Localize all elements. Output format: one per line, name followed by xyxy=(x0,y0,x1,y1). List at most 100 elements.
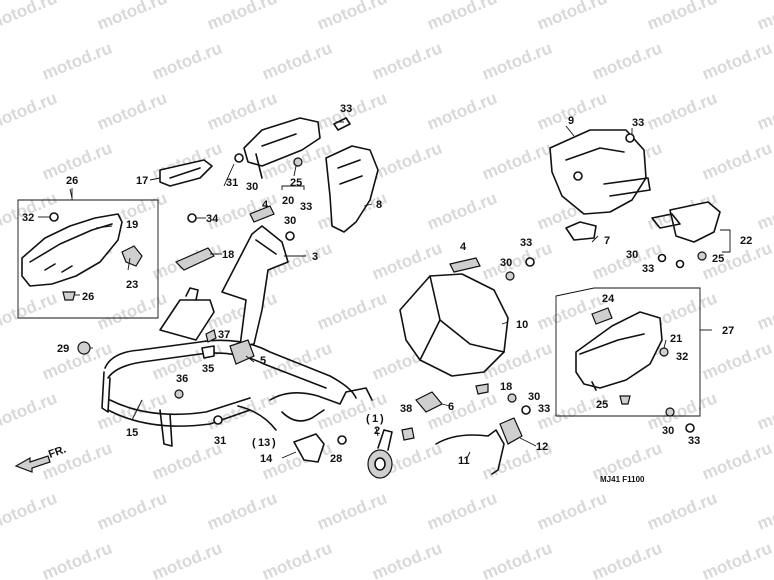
watermark-text: motod.ru xyxy=(204,489,279,534)
watermark-text: motod.ru xyxy=(369,139,444,184)
watermark-text: motod.ru xyxy=(204,0,279,34)
label-30-lower: 30 xyxy=(528,391,540,403)
label-4-lower: 4 xyxy=(460,241,467,253)
paren-1-left: ( xyxy=(366,413,370,425)
watermark-text: motod.ru xyxy=(94,0,169,34)
watermark-text: motod.ru xyxy=(424,189,499,234)
label-32-left: 32 xyxy=(22,212,34,224)
label-26: 26 xyxy=(82,291,94,303)
watermark-text: motod.ru xyxy=(94,89,169,134)
bolt-30-lower xyxy=(507,393,517,403)
watermark-text: motod.ru xyxy=(589,39,664,84)
watermark-text: motod.ru xyxy=(754,0,774,34)
label-29: 29 xyxy=(57,343,69,355)
label-15: 15 xyxy=(126,427,138,439)
watermark-text: motod.ru xyxy=(0,289,60,334)
watermark-text: motod.ru xyxy=(699,539,774,580)
cover-9 xyxy=(549,129,651,215)
label-9: 9 xyxy=(568,115,574,127)
front-marker-label: FR. xyxy=(47,443,68,460)
label-25-right-box: 25 xyxy=(596,399,608,411)
watermark-text: motod.ru xyxy=(699,39,774,84)
watermark-text: motod.ru xyxy=(314,0,389,34)
watermark-text: motod.ru xyxy=(534,0,609,34)
watermark-text: motod.ru xyxy=(424,489,499,534)
label-27: 27 xyxy=(722,325,734,337)
watermark-text: motod.ru xyxy=(369,539,444,580)
watermark-text: motod.ru xyxy=(754,89,774,134)
stay-11 xyxy=(435,429,505,475)
label-18-lower: 18 xyxy=(500,381,512,393)
watermark-text: motod.ru xyxy=(0,389,60,434)
front-arrow xyxy=(14,455,51,473)
label-33-lower: 33 xyxy=(538,403,550,415)
bracket-17 xyxy=(159,159,213,187)
drawing-code: MJ41 F1100 xyxy=(600,475,645,484)
label-30-center: 30 xyxy=(284,215,296,227)
bolt-36 xyxy=(174,389,184,399)
watermark-text: motod.ru xyxy=(479,539,554,580)
label-12: 12 xyxy=(536,441,548,453)
label-28: 28 xyxy=(330,453,342,465)
bolt-33-right-bottom xyxy=(685,423,695,433)
label-4-top: 4 xyxy=(262,199,269,211)
bracket-box-27 xyxy=(555,287,701,417)
bolt-33-lower xyxy=(521,405,531,415)
label-33-top: 33 xyxy=(340,103,352,115)
watermark-text: motod.ru xyxy=(699,139,774,184)
watermark-text: motod.ru xyxy=(644,0,719,34)
label-32-right: 32 xyxy=(676,351,688,363)
watermark-text: motod.ru xyxy=(589,539,664,580)
label-37: 37 xyxy=(218,329,230,341)
label-30-right-bottom: 30 xyxy=(662,425,674,437)
bolt-31-lower xyxy=(213,415,223,425)
bolt-30-mid xyxy=(505,271,515,281)
label-31-lower: 31 xyxy=(214,435,226,447)
watermark-text: motod.ru xyxy=(149,39,224,84)
watermark-text: motod.ru xyxy=(479,239,554,284)
label-30-top: 30 xyxy=(246,181,258,193)
watermark-text: motod.ru xyxy=(0,0,60,34)
label-23: 23 xyxy=(126,279,138,291)
paren-13-right: ) xyxy=(272,437,276,449)
watermark-text: motod.ru xyxy=(754,189,774,234)
label-19: 19 xyxy=(126,219,138,231)
label-33-center: 33 xyxy=(300,201,312,213)
label-36: 36 xyxy=(176,373,188,385)
paren-13-left: ( xyxy=(252,437,256,449)
watermark-text: motod.ru xyxy=(204,89,279,134)
label-11: 11 xyxy=(458,455,470,467)
label-33-right-top: 33 xyxy=(632,117,644,129)
watermark-text: motod.ru xyxy=(479,39,554,84)
watermark-text: motod.ru xyxy=(534,489,609,534)
cover-10 xyxy=(399,273,509,377)
label-24: 24 xyxy=(602,293,615,305)
label-2: 2 xyxy=(374,425,380,437)
watermark-text: motod.ru xyxy=(314,489,389,534)
watermark-text: motod.ru xyxy=(39,539,114,580)
watermark-text: motod.ru xyxy=(479,139,554,184)
label-25-top: 25 xyxy=(290,177,302,189)
watermark-text: motod.ru xyxy=(94,289,169,334)
label-13: 13 xyxy=(258,437,270,449)
rubber-4-lower xyxy=(449,257,481,273)
label-7: 7 xyxy=(604,235,610,247)
top-center-parts xyxy=(234,117,351,179)
bracket-12 xyxy=(499,417,523,445)
label-5: 5 xyxy=(260,355,266,367)
watermark-text: motod.ru xyxy=(0,489,60,534)
watermark-text: motod.ru xyxy=(94,489,169,534)
bolt-34 xyxy=(187,213,197,223)
label-38: 38 xyxy=(400,403,412,415)
clip-37-35 xyxy=(201,329,217,359)
label-31-upper: 31 xyxy=(226,177,238,189)
watermark-text: motod.ru xyxy=(39,439,114,484)
label-20: 20 xyxy=(282,195,294,207)
label-34: 34 xyxy=(206,213,219,225)
rubber-4-upper xyxy=(249,205,275,223)
part-labels: 26 32 19 23 26 17 34 18 3 37 35 5 29 36 … xyxy=(22,103,752,467)
watermark-text: motod.ru xyxy=(259,539,334,580)
watermark-text: motod.ru xyxy=(699,339,774,384)
